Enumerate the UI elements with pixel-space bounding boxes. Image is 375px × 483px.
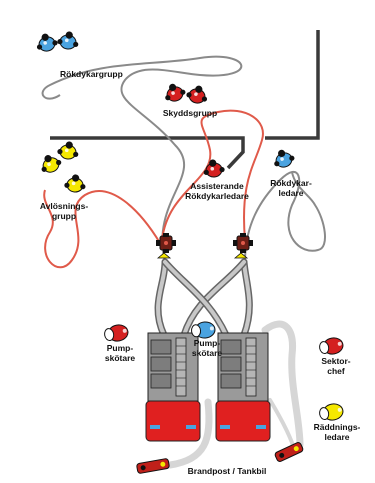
label-skyddsgrupp: Skyddsgrupp bbox=[162, 108, 218, 118]
hydrant-icon bbox=[136, 458, 170, 474]
label-raddningsledare: Räddnings- ledare bbox=[313, 422, 361, 442]
hose-avlosningsgrupp bbox=[43, 189, 161, 269]
red-hoses bbox=[43, 109, 264, 269]
wall-inner bbox=[50, 136, 245, 170]
sektorchef-icon bbox=[317, 335, 345, 357]
wall-right bbox=[265, 30, 320, 140]
label-avlosningsgrupp: Avlösnings- grupp bbox=[39, 201, 89, 221]
firefighter-icon bbox=[269, 145, 297, 171]
distributor-left bbox=[155, 232, 177, 254]
label-assisterande-rokdykarledare: Assisterande Rökdykarledare bbox=[185, 181, 249, 201]
gray-hoses bbox=[41, 55, 326, 263]
distributor-right bbox=[232, 232, 254, 254]
hydrant-connections bbox=[136, 442, 304, 474]
label-brandpost-tankbil: Brandpost / Tankbil bbox=[187, 466, 267, 476]
fire-truck-left bbox=[145, 332, 201, 442]
hydrant-icon bbox=[274, 442, 304, 462]
main-hoses bbox=[154, 258, 253, 339]
label-rokdykarledare: Rökdykar- ledare bbox=[270, 178, 312, 198]
hose-rokdykargrupp bbox=[41, 55, 243, 263]
firefighter-group-icon bbox=[36, 139, 87, 194]
label-pumpskotare-2: Pump- skötare bbox=[191, 338, 223, 358]
firefighter-group-icon bbox=[160, 79, 211, 107]
label-rokdykargrupp: Rökdykargrupp bbox=[60, 69, 123, 79]
hose-distributors bbox=[155, 232, 254, 254]
hose-skyddsgrupp bbox=[161, 109, 264, 241]
hose-rokdykarledare bbox=[244, 171, 326, 263]
pumpskotare-icon bbox=[102, 322, 130, 344]
fire-truck-right bbox=[215, 332, 271, 442]
label-sektorchef: Sektor- chef bbox=[321, 356, 351, 376]
firefighter-group-icon bbox=[33, 29, 81, 55]
label-pumpskotare-1: Pump- skötare bbox=[104, 343, 136, 363]
pumpskotare-icon bbox=[190, 320, 217, 340]
couplings bbox=[156, 252, 249, 259]
building-walls bbox=[50, 30, 320, 170]
raddningsledare-icon bbox=[317, 401, 345, 423]
